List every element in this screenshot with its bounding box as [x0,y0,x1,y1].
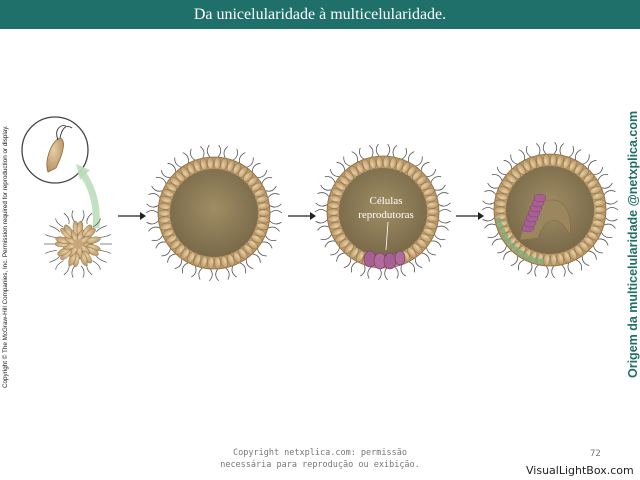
reproductive-cells-cluster [363,250,406,270]
side-credit: Origem da multicelularidade @netxplica.c… [626,110,640,378]
cell-colony [44,210,112,278]
hollow-sphere [145,144,283,282]
stage-arrow-3 [456,212,484,220]
copyright-notice: Copyright © The McGraw-Hill Companies, I… [2,125,9,388]
invaginating-sphere [481,141,619,279]
page-number: 72 [590,449,601,459]
stage-arrow-2 [288,212,316,220]
footer-note: Copyright netxplica.com: permissão neces… [200,447,440,471]
slide-title: Da unicelularidade à multicelularidade. [193,5,447,23]
sphere-with-reproductive-cells [314,143,452,281]
zoom-arrow [77,167,100,229]
footer-line-1: Copyright netxplica.com: permissão [233,448,407,458]
stage-arrow-1 [118,212,146,220]
label-line-2: reprodutoras [358,209,414,221]
footer-line-2: necessária para reprodução ou exibição. [220,460,420,470]
watermark: VisualLightBox.com [526,464,634,477]
label-line-1: Células [370,195,403,207]
single-flagellate-callout [21,116,89,184]
label-pointer [385,221,389,251]
title-bar: Da unicelularidade à multicelularidade. [0,0,640,29]
